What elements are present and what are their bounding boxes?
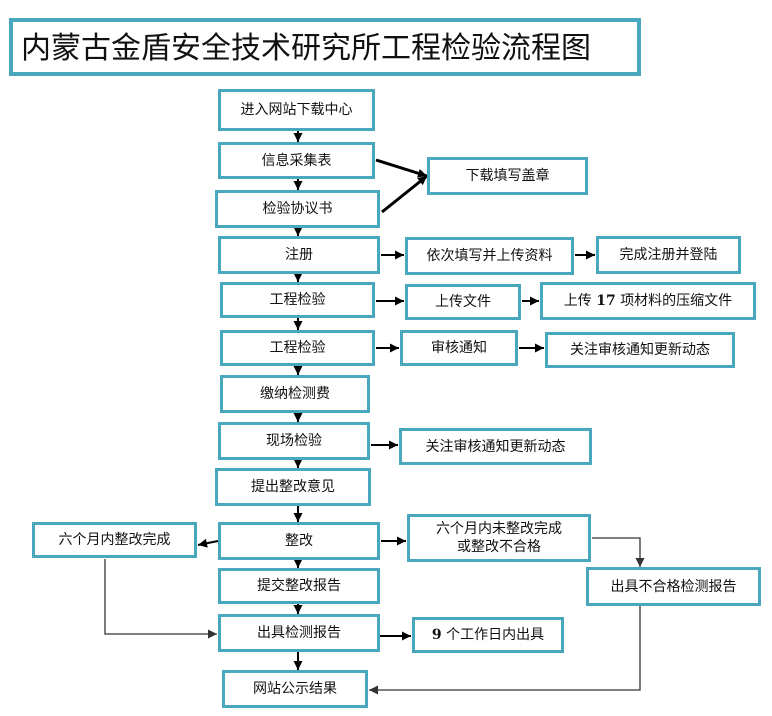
box-six-months-not-done: 六个月内未整改完成或整改不合格 xyxy=(407,514,591,562)
arrowhead-6 xyxy=(293,366,303,375)
step-info-form: 信息采集表 xyxy=(218,142,375,179)
arrowhead-15 xyxy=(395,250,404,260)
box-six-months-done: 六个月内整改完成 xyxy=(32,522,197,558)
step-publish-result: 网站公示结果 xyxy=(222,670,368,708)
arrowhead-26 xyxy=(208,629,217,639)
arrowhead-25 xyxy=(402,631,411,641)
arrowhead-13 xyxy=(417,169,427,178)
arrowhead-27 xyxy=(635,558,645,567)
step-inspection-1: 工程检验 xyxy=(220,282,375,318)
arrowhead-9 xyxy=(293,513,303,522)
arrowhead-3 xyxy=(293,227,303,236)
arrowhead-16 xyxy=(586,250,595,260)
box-follow-updates-1: 关注审核通知更新动态 xyxy=(545,332,735,368)
arrowhead-8 xyxy=(293,459,303,468)
arrowhead-4 xyxy=(293,273,303,282)
arrowhead-11 xyxy=(293,605,303,614)
step-inspection-2: 工程检验 xyxy=(220,330,375,366)
arrowhead-21 xyxy=(389,440,398,450)
box-follow-updates-2: 关注审核通知更新动态 xyxy=(399,428,592,465)
step-protocol: 检验协议书 xyxy=(215,190,380,228)
arrowhead-18 xyxy=(530,296,539,306)
step-register: 注册 xyxy=(218,236,380,274)
arrowhead-12 xyxy=(293,661,303,670)
arrowhead-22 xyxy=(397,536,406,546)
box-finish-register: 完成注册并登陆 xyxy=(596,236,741,274)
arrowhead-19 xyxy=(390,343,399,353)
arrowhead-14 xyxy=(417,176,427,186)
arrowhead-28 xyxy=(369,685,378,695)
page-title: 内蒙古金盾安全技术研究所工程检验流程图 xyxy=(21,31,591,66)
arrowhead-5 xyxy=(293,321,303,330)
box-fill-upload: 依次填写并上传资料 xyxy=(405,237,574,275)
box-nine-days: 9 个工作日内出具 xyxy=(412,617,564,653)
step-rectify-opinion: 提出整改意见 xyxy=(215,468,371,506)
connector-14 xyxy=(381,174,428,214)
step-pay-fee: 缴纳检测费 xyxy=(220,375,370,413)
box-review-notice: 审核通知 xyxy=(400,330,518,366)
step-issue-report: 出具检测报告 xyxy=(218,614,380,652)
step-rectify: 整改 xyxy=(218,522,380,560)
connector-28 xyxy=(369,606,641,691)
step-site-inspection: 现场检验 xyxy=(218,422,370,460)
title-box: 内蒙古金盾安全技术研究所工程检验流程图 xyxy=(9,18,641,76)
box-download-stamp: 下载填写盖章 xyxy=(427,157,588,195)
arrowhead-17 xyxy=(395,296,404,306)
arrowhead-7 xyxy=(293,413,303,422)
arrowhead-10 xyxy=(293,559,303,568)
arrowhead-2 xyxy=(293,181,303,190)
arrowhead-23 xyxy=(198,538,208,548)
box-upload-17: 上传 17 项材料的压缩文件 xyxy=(540,282,756,320)
box-fail-report: 出具不合格检测报告 xyxy=(586,567,761,606)
step-enter-download-center: 进入网站下载中心 xyxy=(218,89,375,131)
step-submit-report: 提交整改报告 xyxy=(218,568,380,604)
box-upload-file: 上传文件 xyxy=(405,284,521,320)
arrowhead-1 xyxy=(293,133,303,142)
connector-26 xyxy=(104,559,217,635)
arrowhead-20 xyxy=(535,343,544,353)
connector-27 xyxy=(592,537,641,567)
